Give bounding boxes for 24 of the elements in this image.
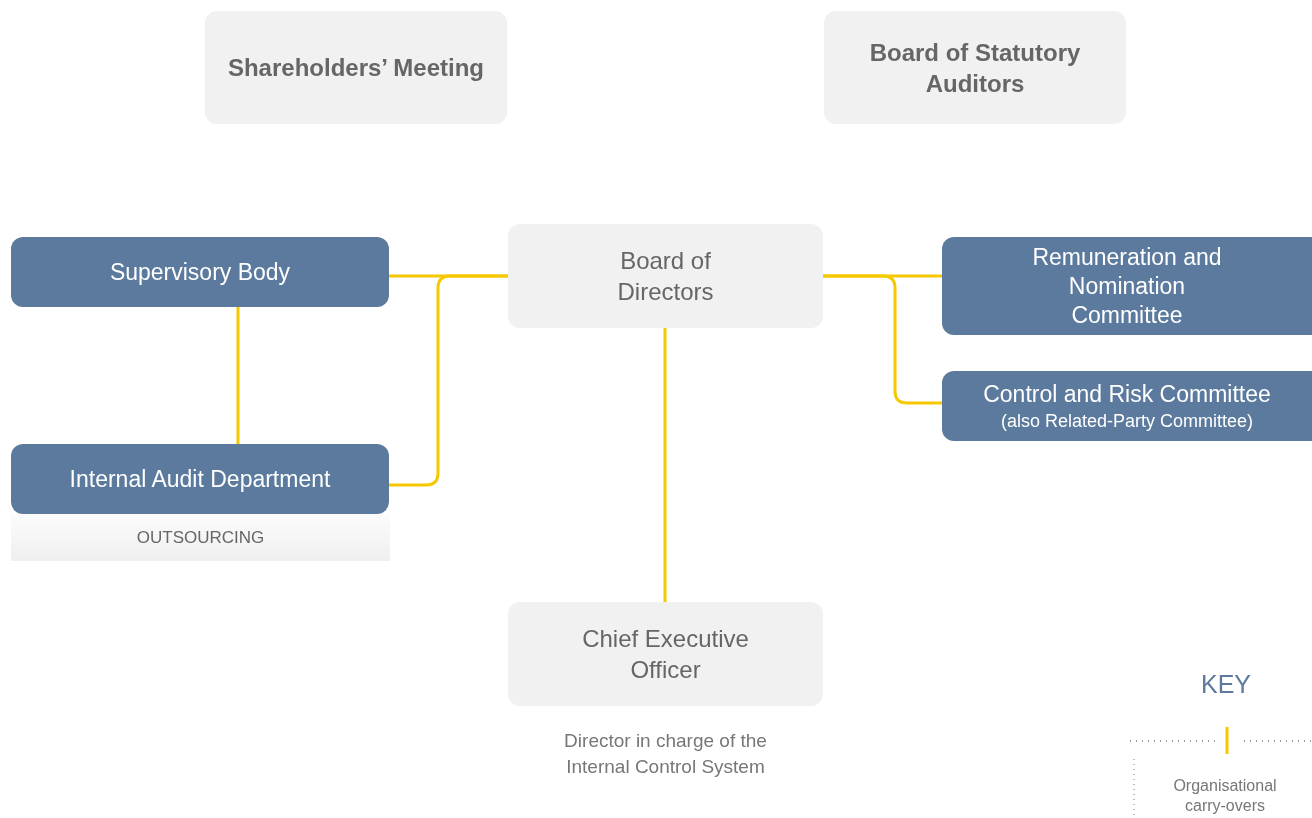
connector-line bbox=[389, 274, 508, 487]
node-subtitle: (also Related-Party Committee) bbox=[1000, 409, 1254, 433]
outsourcing-band bbox=[11, 514, 390, 561]
legend-text: Organisational carry-overs bbox=[1172, 776, 1278, 816]
connector-line bbox=[236, 307, 240, 444]
connector-line bbox=[663, 328, 667, 602]
committee-box bbox=[942, 237, 1312, 335]
node-note: Director in charge of the Internal Control System bbox=[563, 729, 768, 779]
node-title: Remuneration and Nomination Committee bbox=[1031, 242, 1223, 330]
node-title: OUTSOURCING bbox=[136, 526, 265, 549]
node-title: Board of Statutory Auditors bbox=[868, 37, 1082, 99]
node-title: Supervisory Body bbox=[109, 257, 291, 287]
node-title: Chief Executive Officer bbox=[581, 624, 750, 685]
node-title: Internal Audit Department bbox=[69, 464, 331, 494]
governance-box bbox=[508, 224, 823, 328]
committee-box bbox=[11, 237, 389, 307]
committee-box bbox=[942, 371, 1312, 441]
committee-box bbox=[11, 444, 389, 514]
connector-line bbox=[823, 274, 942, 405]
node-title: Board of Directors bbox=[616, 246, 715, 307]
key-heading: KEY bbox=[1200, 669, 1252, 700]
node-title: Control and Risk Committee bbox=[983, 379, 1271, 409]
governance-box bbox=[508, 602, 823, 706]
node-title: Shareholders’ Meeting bbox=[227, 53, 485, 83]
